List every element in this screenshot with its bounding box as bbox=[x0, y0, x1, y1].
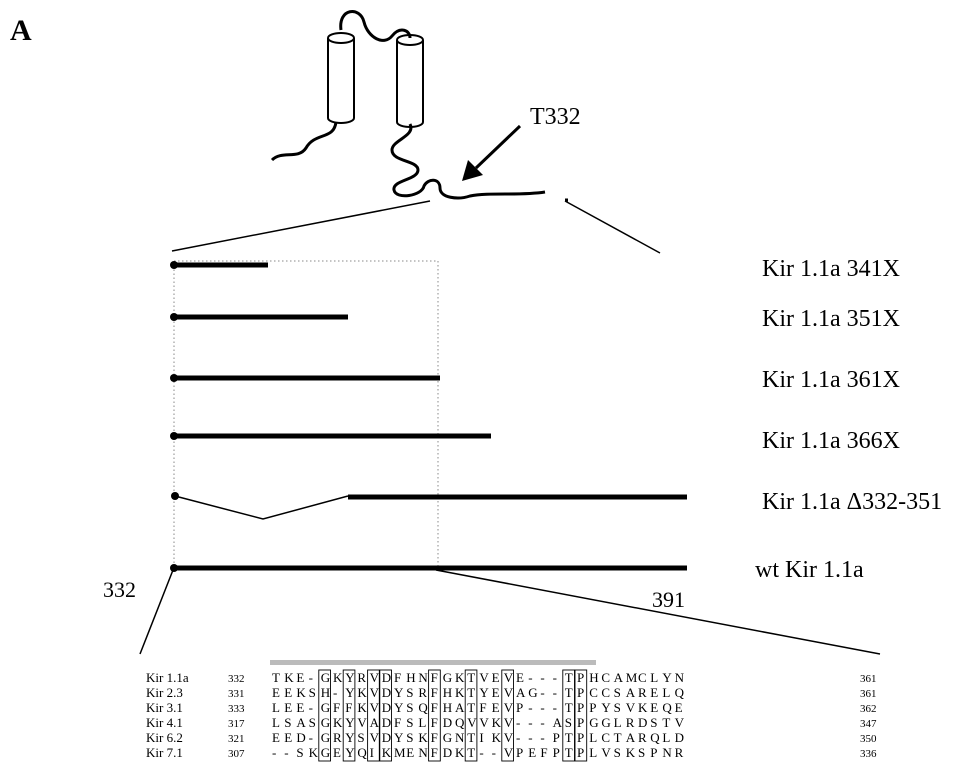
alignment-row-sequence: EED-GRYSVDYSKFGNTIKV---PTPLCTARQLD bbox=[272, 730, 684, 745]
construct-label-341x: Kir 1.1a 341X bbox=[762, 256, 900, 282]
construct-341x bbox=[170, 261, 268, 269]
region-box bbox=[173, 260, 439, 569]
alignment-zoom-left bbox=[139, 569, 174, 655]
construct-label-366x: Kir 1.1a 366X bbox=[762, 428, 900, 454]
construct-deletion bbox=[171, 492, 687, 520]
n-terminus bbox=[270, 121, 338, 162]
alignment-row-end: 350 bbox=[860, 733, 877, 745]
construct-label-deletion: Kir 1.1a Δ332-351 bbox=[762, 489, 942, 515]
site-label: T332 bbox=[530, 104, 581, 130]
conserved-column-box bbox=[318, 669, 331, 762]
conserved-column-box bbox=[574, 669, 588, 762]
alignment-row-end: 347 bbox=[860, 718, 877, 730]
alignment-region-bar bbox=[270, 660, 596, 665]
t332-arrow bbox=[462, 124, 522, 181]
alignment-row-name: Kir 6.2 bbox=[146, 730, 183, 745]
alignment-row-start: 331 bbox=[228, 688, 245, 700]
alignment-row-name: Kir 1.1a bbox=[146, 670, 189, 685]
construct-361x bbox=[170, 374, 440, 382]
sequence-alignment: Kir 1.1a 332 TKE-GKYRVDFHNFGKTVEVE---TPHCA… bbox=[146, 669, 877, 762]
conserved-column-box bbox=[379, 669, 392, 762]
alignment-row-start: 317 bbox=[228, 718, 245, 730]
alignment-row-end: 361 bbox=[860, 688, 877, 700]
conserved-column-box bbox=[367, 669, 380, 762]
transmembrane-helix-2 bbox=[396, 34, 424, 128]
range-end: 391 bbox=[652, 587, 685, 612]
alignment-row-name: Kir 4.1 bbox=[146, 715, 183, 730]
alignment-row-name: Kir 2.3 bbox=[146, 685, 183, 700]
alignment-row-start: 321 bbox=[228, 733, 245, 745]
alignment-row-start: 307 bbox=[228, 748, 245, 760]
alignment-row-end: 361 bbox=[860, 673, 877, 685]
alignment-row-sequence: EEKSH-YKVDYSRFHKTYEVAG--TPCCSARELQ bbox=[272, 685, 685, 700]
alignment-row-start: 332 bbox=[228, 673, 245, 685]
conserved-column-box bbox=[562, 669, 575, 762]
conserved-column-box bbox=[342, 669, 356, 762]
channel-topology-cartoon bbox=[270, 10, 568, 202]
alignment-row-end: 362 bbox=[860, 703, 877, 715]
construct-wt bbox=[170, 564, 687, 572]
transmembrane-helix-1 bbox=[327, 32, 355, 124]
conserved-column-box bbox=[501, 669, 514, 762]
conserved-column-box bbox=[464, 669, 478, 762]
construct-351x bbox=[170, 313, 348, 321]
construct-366x bbox=[170, 432, 491, 440]
conserved-column-box bbox=[428, 669, 441, 762]
alignment-zoom-right bbox=[435, 569, 881, 655]
alignment-row-sequence: --SKGEYQIKMENFDKT--VPEFPTPLVSKSPNR bbox=[272, 745, 684, 760]
alignment-row-end: 336 bbox=[860, 748, 877, 760]
alignment-row-start: 333 bbox=[228, 703, 245, 715]
range-start: 332 bbox=[103, 577, 136, 602]
alignment-row-name: Kir 7.1 bbox=[146, 745, 183, 760]
construct-label-wt: wt Kir 1.1a bbox=[755, 557, 864, 583]
c-terminus bbox=[390, 123, 546, 200]
alignment-row-name: Kir 3.1 bbox=[146, 700, 183, 715]
zoom-line-left bbox=[171, 200, 431, 252]
construct-label-351x: Kir 1.1a 351X bbox=[762, 306, 900, 332]
alignment-row-sequence: TKE-GKYRVDFHNFGKTVEVE---TPHCAMCLYN bbox=[272, 670, 685, 685]
zoom-line-right bbox=[564, 200, 661, 254]
construct-label-361x: Kir 1.1a 361X bbox=[762, 367, 900, 393]
alignment-row-sequence: LSASGKYVADFSLFDQVVKV---ASPGGLRDSTV bbox=[272, 715, 685, 730]
panel-letter: A bbox=[10, 14, 32, 47]
